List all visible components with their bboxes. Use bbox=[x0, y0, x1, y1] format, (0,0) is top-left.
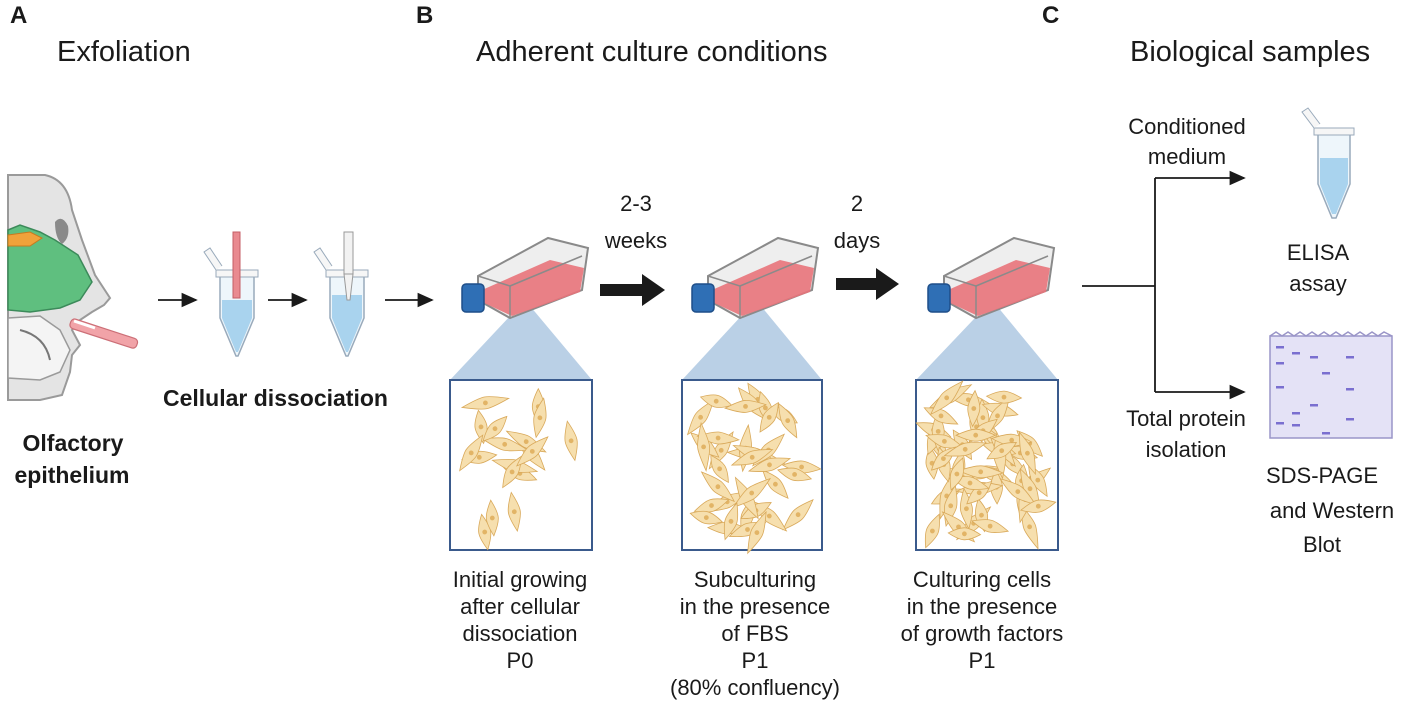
cell-shape bbox=[747, 510, 767, 555]
western-blot-gel-icon bbox=[1269, 331, 1393, 439]
heading-exfoliation: Exfoliation bbox=[57, 36, 191, 68]
tube-with-swab-icon bbox=[203, 231, 259, 357]
cell-shape bbox=[762, 469, 789, 499]
culture-flask-icon bbox=[927, 236, 1056, 320]
total-protein-line2: isolation bbox=[1145, 437, 1227, 462]
cell-shape bbox=[723, 502, 739, 541]
stage-caption-p0: Initial growing after cellular dissociat… bbox=[420, 566, 620, 674]
total-protein-line1: Total protein bbox=[1126, 406, 1246, 431]
stage-caption-line: P1 bbox=[968, 648, 996, 673]
cell-shape bbox=[459, 434, 484, 472]
cell-shape bbox=[967, 389, 981, 428]
panel-letter-c: C bbox=[1042, 2, 1060, 29]
cellular-dissociation-label: Cellular dissociation bbox=[163, 385, 388, 411]
cell-shape bbox=[985, 390, 1023, 404]
panel-letter-a: A bbox=[10, 2, 28, 29]
cell-shape bbox=[1018, 431, 1036, 476]
cell-shape bbox=[778, 402, 798, 439]
stage-caption-line: of growth factors bbox=[900, 621, 1064, 646]
cell-shape bbox=[949, 457, 965, 491]
elisa-label-line2: assay bbox=[1289, 271, 1347, 296]
blot-label-line3: Blot bbox=[1303, 532, 1341, 557]
blot-label-line1: SDS-PAGE bbox=[1265, 463, 1379, 488]
cell-shape bbox=[943, 442, 987, 457]
thick-arrow-1 bbox=[600, 274, 665, 306]
olfactory-label-line2: epithelium bbox=[14, 462, 130, 488]
stage-caption-line: Initial growing bbox=[452, 567, 588, 592]
stage-caption-line: Culturing cells bbox=[912, 567, 1052, 592]
tube-with-pipette-icon bbox=[313, 231, 369, 357]
panel-letter-b: B bbox=[416, 2, 434, 29]
nasal-cavity-illustration bbox=[7, 174, 139, 401]
elisa-tube-icon bbox=[1301, 107, 1355, 219]
cell-shape bbox=[515, 436, 549, 467]
time-label-1-line2: weeks bbox=[604, 228, 668, 253]
stage-caption-line: dissociation bbox=[462, 621, 578, 646]
cell-shape bbox=[564, 420, 578, 462]
stage-caption-line: P1 bbox=[741, 648, 769, 673]
stage-caption-p1-gf: Culturing cells in the presence of growt… bbox=[872, 566, 1092, 674]
cell-shape bbox=[474, 409, 488, 445]
cell-shape bbox=[485, 499, 499, 537]
cell-cluster-p1-fbs bbox=[686, 382, 822, 555]
culture-flask-icon bbox=[691, 236, 820, 320]
stage-caption-line: of FBS bbox=[721, 621, 789, 646]
cell-shape bbox=[957, 465, 1005, 479]
cell-cluster-p1-gf bbox=[915, 380, 1057, 550]
cell-shape bbox=[1020, 499, 1057, 513]
cell-shape bbox=[747, 457, 792, 472]
elisa-label-line1: ELISA bbox=[1286, 240, 1350, 265]
blot-label-line2: and Western bbox=[1269, 498, 1395, 523]
cell-shape bbox=[971, 519, 1010, 533]
cell-shape bbox=[700, 471, 736, 503]
culture-flask-icon bbox=[461, 236, 590, 320]
cell-shape bbox=[482, 415, 508, 442]
cell-shape bbox=[959, 487, 973, 530]
cell-shape bbox=[1020, 503, 1039, 550]
cell-shape bbox=[924, 513, 940, 549]
cell-shape bbox=[986, 442, 1018, 460]
cell-shape bbox=[929, 380, 964, 416]
time-label-2-line1: 2 bbox=[850, 191, 864, 216]
cell-shape bbox=[507, 491, 521, 532]
heading-samples: Biological samples bbox=[1130, 36, 1371, 68]
cell-shape bbox=[697, 421, 711, 472]
conditioned-medium-line1: Conditioned bbox=[1128, 114, 1246, 139]
cell-shape bbox=[693, 498, 730, 513]
cell-shape bbox=[478, 513, 492, 551]
stage-caption-line: after cellular bbox=[460, 594, 580, 619]
cell-shape bbox=[686, 399, 715, 436]
time-label-1-line1: 2-3 bbox=[620, 191, 652, 216]
cell-cluster-p0 bbox=[459, 387, 578, 551]
cell-shape bbox=[759, 401, 779, 433]
time-label-2-line2: days bbox=[833, 228, 881, 253]
stage-caption-line: P0 bbox=[506, 648, 534, 673]
cell-shape bbox=[689, 510, 724, 525]
cell-shape bbox=[777, 467, 813, 482]
cell-shape bbox=[955, 428, 997, 442]
conditioned-medium-line2: medium bbox=[1147, 144, 1227, 169]
sample-branch-arrows bbox=[1082, 170, 1246, 400]
cell-shape bbox=[710, 454, 729, 484]
cell-shape bbox=[533, 397, 547, 439]
cell-shape bbox=[730, 449, 774, 466]
cell-shape bbox=[460, 396, 510, 410]
cell-shape bbox=[947, 527, 982, 541]
magnify-cone-1 bbox=[450, 300, 592, 380]
stage-caption-line: in the presence bbox=[906, 594, 1058, 619]
cell-shape bbox=[724, 399, 767, 413]
stage-caption-p1-fbs: Subculturing in the presence of FBS P1 (… bbox=[640, 566, 870, 701]
cell-shape bbox=[502, 455, 522, 489]
magnify-cone-3 bbox=[916, 300, 1058, 380]
olfactory-label-line1: Olfactory bbox=[22, 430, 124, 456]
stage-caption-line: Subculturing bbox=[693, 567, 817, 592]
heading-culture: Adherent culture conditions bbox=[476, 36, 828, 68]
stage-caption-line: (80% confluency) bbox=[670, 675, 840, 700]
magnify-cone-2 bbox=[682, 300, 822, 380]
stage-caption-line: in the presence bbox=[679, 594, 831, 619]
thick-arrow-2 bbox=[836, 268, 899, 300]
